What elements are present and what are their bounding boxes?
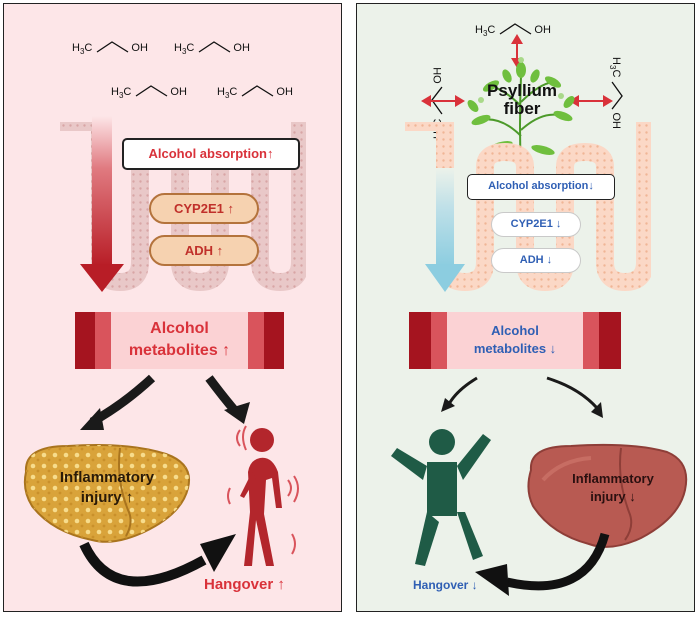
branch-arrows xyxy=(80,374,250,430)
branch-arrows xyxy=(441,376,603,418)
happy-person xyxy=(391,429,491,566)
adh-pill: ADH ↑ xyxy=(149,235,259,266)
curved-return-arrow xyxy=(79,534,236,587)
absorption-arrow xyxy=(80,116,124,292)
curved-return-arrow xyxy=(475,532,610,596)
cyp2e1-pill: CYP2E1 ↓ xyxy=(491,212,581,237)
binding-arrows xyxy=(421,34,613,107)
healthy-liver xyxy=(527,443,688,548)
blood-vessel-band: Alcohol metabolites ↑ xyxy=(75,312,284,369)
right-panel: H3C OH H3C OH H3C OH xyxy=(356,3,695,612)
inflammatory-injury-label: Inflammatory injury ↓ xyxy=(572,471,654,504)
ethanol-molecule: H3C OH xyxy=(111,85,187,101)
absorption-arrow xyxy=(425,168,465,292)
psyllium-fiber-label: Psyllium fiber xyxy=(487,81,557,118)
ethanol-molecule: H3C OH xyxy=(607,57,623,129)
ethanol-molecule: H3C OH xyxy=(431,67,447,140)
ethanol-molecule: H3C OH xyxy=(174,41,250,57)
alcohol-absorption-box: Alcohol absorption↓ xyxy=(467,174,615,200)
intestinal-villi xyxy=(60,122,306,292)
left-panel: H3C OH H3C OH H3C OH H3C OH xyxy=(3,3,342,612)
inflammatory-injury-label: Inflammatory injury ↑ xyxy=(59,469,155,506)
alcohol-metabolites-label: Alcohol metabolites ↓ xyxy=(473,323,557,356)
ethanol-molecule: H3C OH xyxy=(217,85,293,101)
alcohol-absorption-box: Alcohol absorption↑ xyxy=(122,138,300,170)
adh-pill: ADH ↓ xyxy=(491,248,581,273)
alcohol-metabolites-label: Alcohol metabolites ↑ xyxy=(128,320,231,359)
hangover-label: Hangover ↓ xyxy=(413,578,478,592)
fatty-liver xyxy=(23,444,190,543)
ethanol-molecule: H3C OH xyxy=(475,23,551,39)
blood-vessel-band: Alcohol metabolites ↓ xyxy=(409,312,621,369)
ethanol-molecule: H3C OH xyxy=(72,41,148,57)
hangover-person xyxy=(227,425,299,566)
intestinal-villi xyxy=(405,122,651,292)
hangover-label: Hangover ↑ xyxy=(204,576,285,593)
cyp2e1-pill: CYP2E1 ↑ xyxy=(149,193,259,224)
